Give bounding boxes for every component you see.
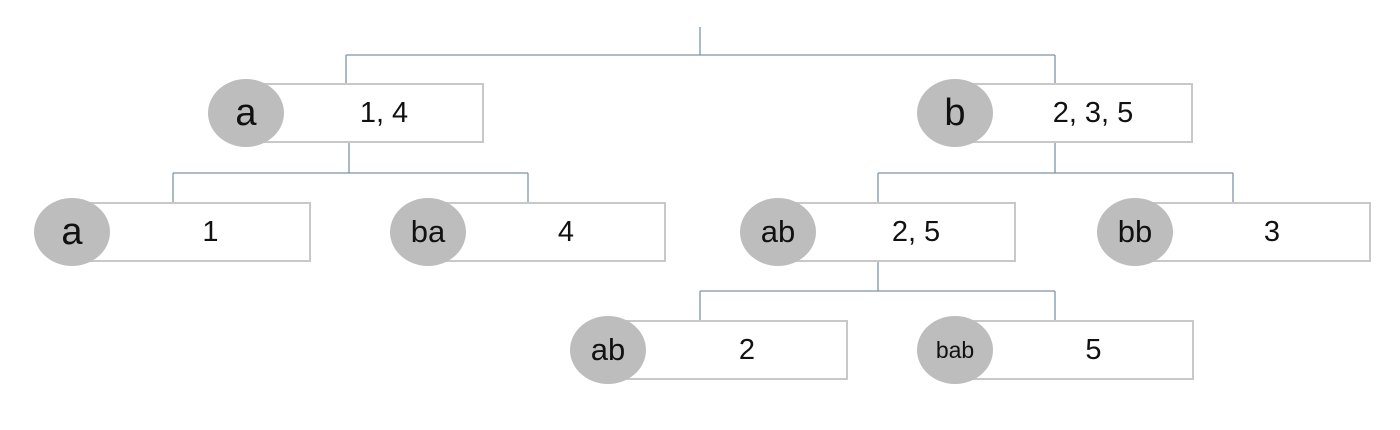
node-key-circle: ab [740, 198, 816, 266]
node-value: 4 [557, 216, 575, 248]
node-box [428, 202, 666, 262]
node-key-circle: a [34, 198, 110, 266]
node-value: 2, 3, 5 [1052, 97, 1134, 129]
node-value: 2 [738, 334, 756, 366]
node-key-circle: b [917, 79, 993, 147]
node-key-circle: bb [1097, 198, 1173, 266]
node-box [608, 320, 848, 380]
tree-node-b-ab: 2, 5 ab [740, 198, 1016, 266]
tree-node-b-bb: 3 bb [1097, 198, 1371, 266]
tree-node-a-ba: 4 ba [390, 198, 666, 266]
node-value: 5 [1085, 334, 1102, 366]
node-box [778, 202, 1016, 262]
node-box [1135, 202, 1371, 262]
node-key-circle: ab [570, 316, 646, 384]
tree-node-a-a: 1 a [34, 198, 311, 266]
node-key-circle: bab [917, 316, 993, 384]
node-value: 1 [202, 216, 219, 248]
node-key-circle: a [208, 79, 284, 147]
tree-node-ab-bab: 5 bab [917, 316, 1194, 384]
node-value: 3 [1263, 216, 1281, 248]
tree-node-a: 1, 4 a [208, 79, 484, 147]
tree-node-ab-ab: 2 ab [570, 316, 848, 384]
tree-node-b: 2, 3, 5 b [917, 79, 1193, 147]
node-value: 1, 4 [359, 97, 409, 129]
node-key-circle: ba [390, 198, 466, 266]
node-value: 2, 5 [891, 216, 941, 248]
